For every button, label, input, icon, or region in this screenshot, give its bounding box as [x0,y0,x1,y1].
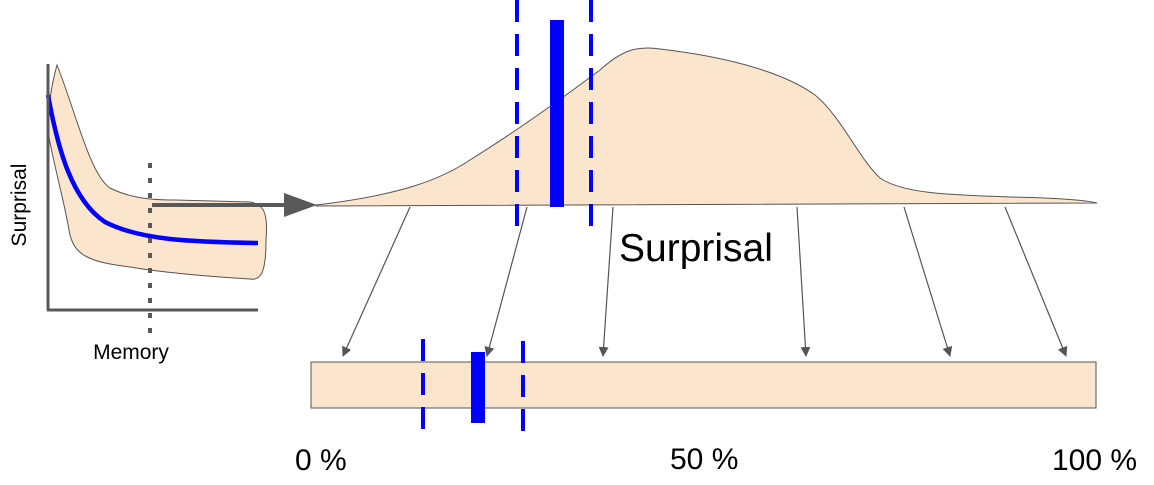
percent-label-end: 100 % [1052,444,1137,477]
distribution-shape [315,47,1098,207]
percentile-bar: 0 % 50 % 100 % [295,339,1137,477]
distribution-axis-label: Surprisal [619,227,773,270]
y-axis-label: Surprisal [8,164,31,247]
surprisal-distribution: Surprisal [315,0,1098,270]
percentile-strip [310,361,1097,409]
percent-label-start: 0 % [295,444,347,477]
x-axis-label: Memory [93,341,169,364]
arrow-right-icon [152,193,317,217]
memory-surprisal-plot: Surprisal Memory [8,63,268,364]
uncertainty-band [47,63,268,280]
surprisal-curve [45,94,259,246]
percent-label-mid: 50 % [670,443,738,476]
arrow-down-icon [342,206,1068,357]
